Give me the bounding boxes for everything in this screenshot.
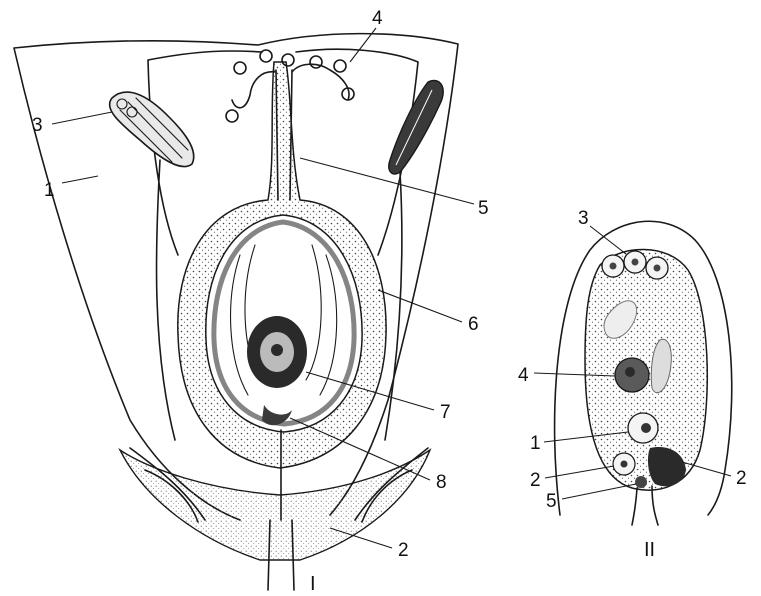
stigma-papilla	[234, 62, 246, 74]
label-r3-antipodals: 3	[578, 208, 589, 229]
label-r2-synergid-left: 2	[530, 470, 541, 491]
filament-left	[156, 160, 175, 440]
panel-label-right: II	[644, 539, 655, 561]
label-8-micropyle: 8	[436, 472, 447, 493]
label-3-anther: 3	[32, 115, 43, 136]
label-6-ovary-wall: 6	[468, 314, 479, 335]
pollen-tube-tip	[635, 476, 647, 488]
label-5-style: 5	[478, 198, 489, 219]
flower-section	[14, 34, 458, 590]
embryo-sac-section	[555, 221, 732, 525]
label-7-nucleus: 7	[440, 402, 451, 423]
label-2-receptacle: 2	[398, 540, 409, 561]
micropylar-canal	[632, 486, 658, 525]
panel-label-left: I	[310, 573, 316, 595]
label-1-perianth: 1	[44, 180, 55, 201]
anther-right	[389, 80, 443, 174]
label-r1-egg: 1	[530, 433, 541, 454]
label-r4-central-nucleus: 4	[518, 365, 529, 386]
label-r5-pollen-tube: 5	[546, 491, 557, 512]
anther-left	[110, 92, 194, 166]
label-4-stigma: 4	[372, 8, 383, 29]
label-r2-synergid-right: 2	[736, 468, 747, 489]
